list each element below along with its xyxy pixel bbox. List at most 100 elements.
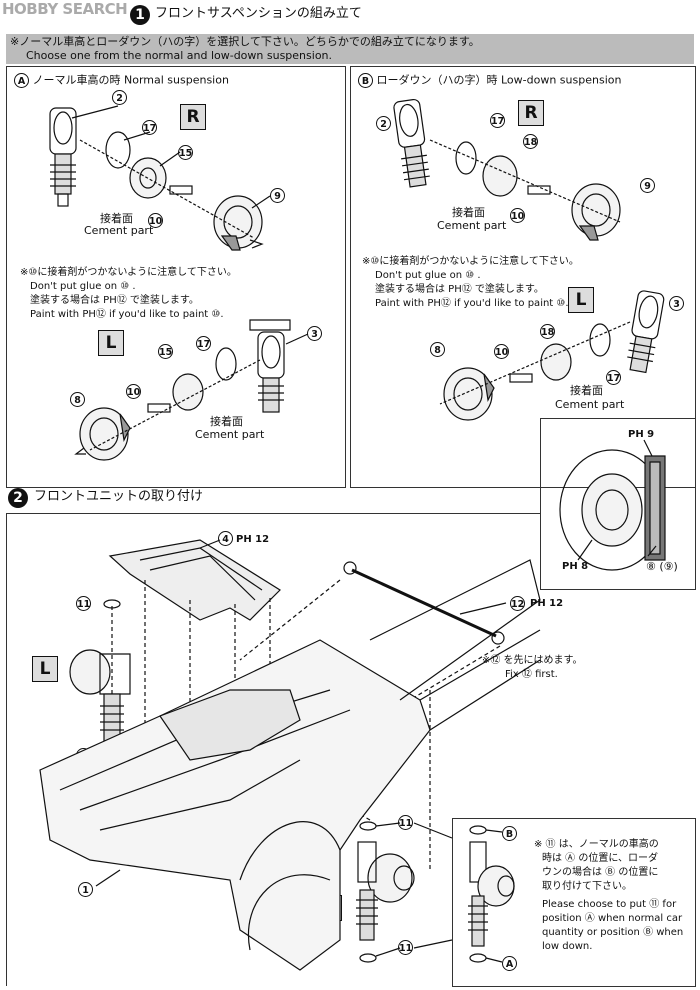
disc-9-b [571,183,621,241]
callout-b-17l: 17 [606,370,621,385]
panel-a-cement-en-l: Cement part [195,428,265,441]
callout-2-1: 1 [78,882,93,897]
panel-b-cement-en: Cement part [437,219,507,232]
disc-9-a [213,195,263,251]
callout-b-17: 17 [490,113,505,128]
callout-b-2: 2 [376,116,391,131]
callout-a-2: 2 [112,90,127,105]
callout-a-10l: 10 [126,384,141,399]
watermark: HOBBY SEARCH [2,0,128,18]
brake-detail-box [540,418,696,590]
callout-b-18l: 18 [540,324,555,339]
pin-10-b-l [509,373,533,383]
fix-note-en: Fix ⑫ first. [505,669,558,680]
pin-10-a-l [147,403,171,413]
strut-2-r [356,841,415,941]
panel-a-normal [6,66,346,488]
section-2-panel [6,513,541,986]
callout-b-18: 18 [523,134,538,149]
callout-2-11c: 11 [398,815,413,830]
callout-a-9: 9 [270,188,285,203]
panel-b-letter: B [358,73,373,88]
callout-a-17: 17 [142,120,157,135]
panel-a-letter: A [14,73,29,88]
panel-a-note-1: ※⑩に接着剤がつかないように注意して下さい。 [20,267,237,278]
section-2-number: 2 [8,488,28,508]
pin-10-a [169,185,193,195]
panel-b-note-3: 塗装する場合は PH⑫ で塗装します。 [375,284,544,295]
part-18-b [482,155,518,197]
disc-8-b [443,367,495,421]
panel-a-title-text: ノーマル車高の時 Normal suspension [32,73,229,87]
strut-position-detail [468,825,515,963]
panel-b-side-l: L [568,287,594,313]
brake-ph-top: PH 9 [628,429,655,440]
brake-ph-bottom: PH 8 [562,561,589,572]
callout-b-9: 9 [640,178,655,193]
section-1-number: 1 [130,5,150,25]
ring-17-b [455,141,477,175]
callout-a-3: 3 [307,326,322,341]
panel-a-cement-jp-l: 接着面 [210,415,243,428]
callout-2-A: A [502,956,517,971]
position-note-jp3: ウンの場合は Ⓑ の位置に [542,867,659,878]
strut-a-l [249,319,291,413]
panel-a-cement-en: Cement part [84,224,154,237]
tie-rod-12 [343,561,505,645]
section-1-banner: ※ノーマル車高とローダウン（ハの字）を選択して下さい。どちらかでの組み立てになり… [6,34,694,64]
washer-11-a [103,599,121,609]
position-note-jp4: 取り付けて下さい。 [542,881,632,892]
brake-part-label: ⑧ (⑨) [646,560,678,573]
banner-en: Choose one from the normal and low-down … [26,49,333,62]
position-note-jp1: ※ ⑪ は、ノーマルの車高の [534,839,659,850]
strut-2-l [69,649,131,745]
section-2-title: フロントユニットの取り付け [34,489,204,504]
callout-a-15l: 15 [158,344,173,359]
brake-disc-detail [559,449,666,571]
ph-part-12: PH 12 [530,598,564,609]
panel-b-title: B ローダウン（ハの字）時 Low-down suspension [358,73,621,88]
banner-jp: ※ノーマル車高とローダウン（ハの字）を選択して下さい。どちらかでの組み立てになり… [10,35,480,48]
strut-a-r [49,107,77,207]
panel-a-side-l: L [98,330,124,356]
position-note-box [452,818,696,987]
panel-b-note-1: ※⑩に接着剤がつかないように注意して下さい。 [362,256,579,267]
part-15-a-l [172,373,204,411]
washer-11-c [359,821,377,831]
position-note-en2: position Ⓐ when normal car [542,913,683,924]
cross-member-4 [108,539,281,621]
callout-b-3: 3 [669,296,684,311]
position-note-en1: Please choose to put ⑪ for [542,899,677,910]
callout-a-8: 8 [70,392,85,407]
panel-b-note-4: Paint with PH⑫ if you'd like to paint ⑩. [375,298,569,309]
panel-a-note-3: 塗装する場合は PH⑫ で塗装します。 [30,295,199,306]
position-note-jp2: 時は Ⓐ の位置に、ローダ [542,853,659,864]
section-1-title: フロントサスペンションの組み立て [155,6,362,21]
callout-2-4: 4 [218,531,233,546]
ring-17-b-l [589,323,611,357]
callout-2-B: B [502,826,517,841]
callout-2-11d: 11 [398,940,413,955]
panel-a-note-4: Paint with PH⑫ if you'd like to paint ⑩. [30,309,224,320]
panel-a-note-2: Don't put glue on ⑩ . [30,281,136,292]
panel-b-lowdown [350,66,696,488]
fix-note-jp: ※⑫ を先にはめます。 [482,655,583,666]
panel-b-note-2: Don't put glue on ⑩ . [375,270,481,281]
callout-a-10: 10 [148,213,163,228]
disc-8-a [79,407,131,461]
panel-a-title: A ノーマル車高の時 Normal suspension [14,73,229,88]
callout-b-10: 10 [510,208,525,223]
position-note-en4: low down. [542,941,593,952]
panel-a-side-r: R [180,104,206,130]
panel-b-cement-jp: 接着面 [452,206,485,219]
callout-a-17l: 17 [196,336,211,351]
part-18-b-l [540,343,572,381]
panel-a-cement-jp: 接着面 [100,212,133,225]
chassis-1 [39,559,541,971]
panel-b-cement-jp-l: 接着面 [570,384,603,397]
strut-b-r [393,98,430,188]
panel-b-side-r: R [518,100,544,126]
callout-2-11a: 11 [76,596,91,611]
strut-b-l [627,290,665,374]
